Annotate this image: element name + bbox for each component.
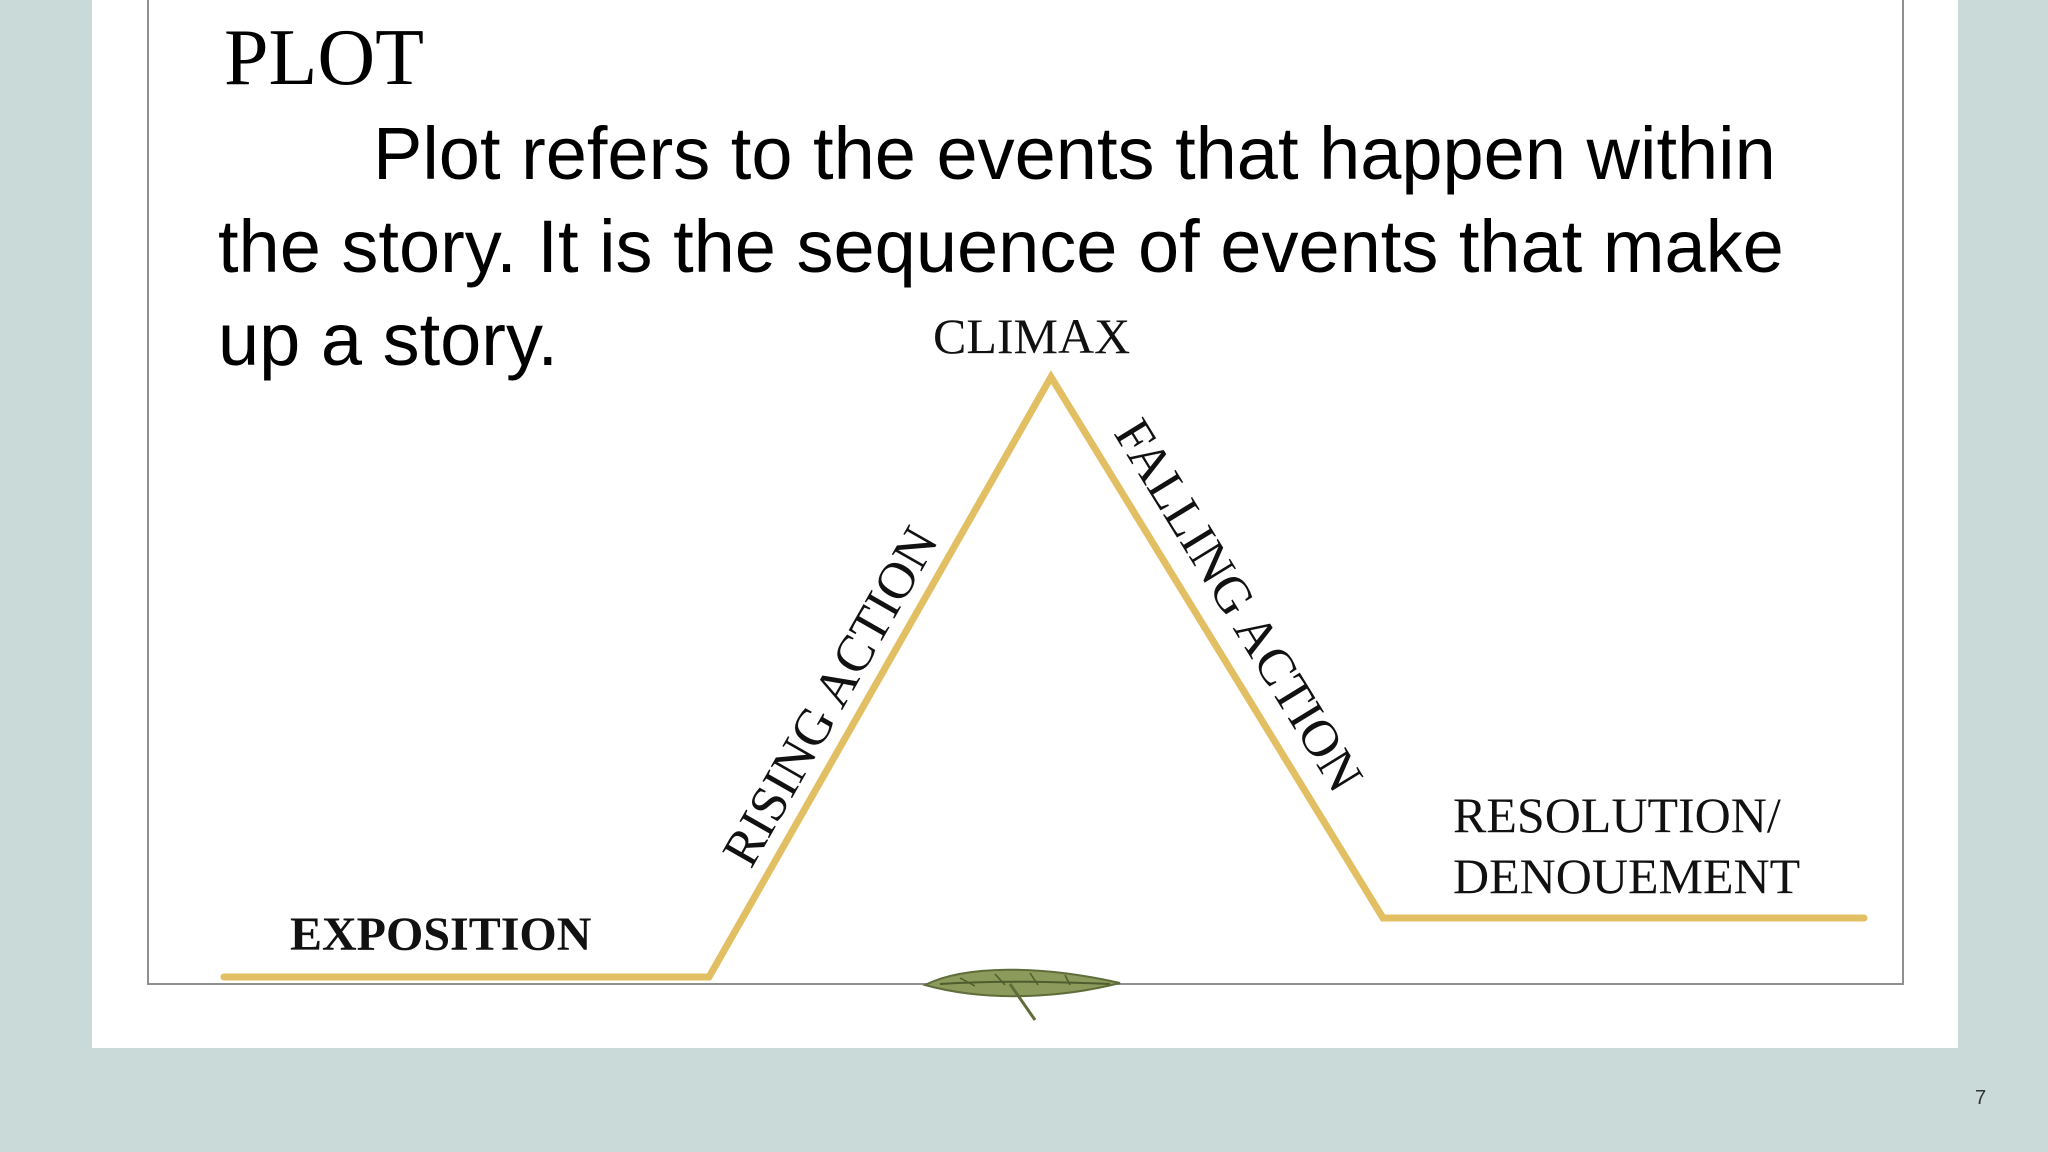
- exposition-label: EXPOSITION: [290, 908, 592, 961]
- slide-title: PLOT: [224, 14, 424, 102]
- rising-action-label: RISING ACTION: [712, 518, 950, 876]
- climax-label: CLIMAX: [933, 308, 1130, 364]
- page-number: 7: [1975, 1087, 1987, 1109]
- resolution-label-line2: DENOUEMENT: [1453, 848, 1800, 904]
- plot-definition-text: Plot refers to the events that happen wi…: [218, 112, 1784, 381]
- falling-action-label: FALLING ACTION: [1103, 409, 1374, 801]
- leaf-decoration-icon: [922, 968, 1121, 1021]
- slide-sheet: [92, 0, 1958, 1048]
- plot-structure-line: [220, 370, 1868, 981]
- resolution-label-line1: RESOLUTION/: [1453, 787, 1781, 843]
